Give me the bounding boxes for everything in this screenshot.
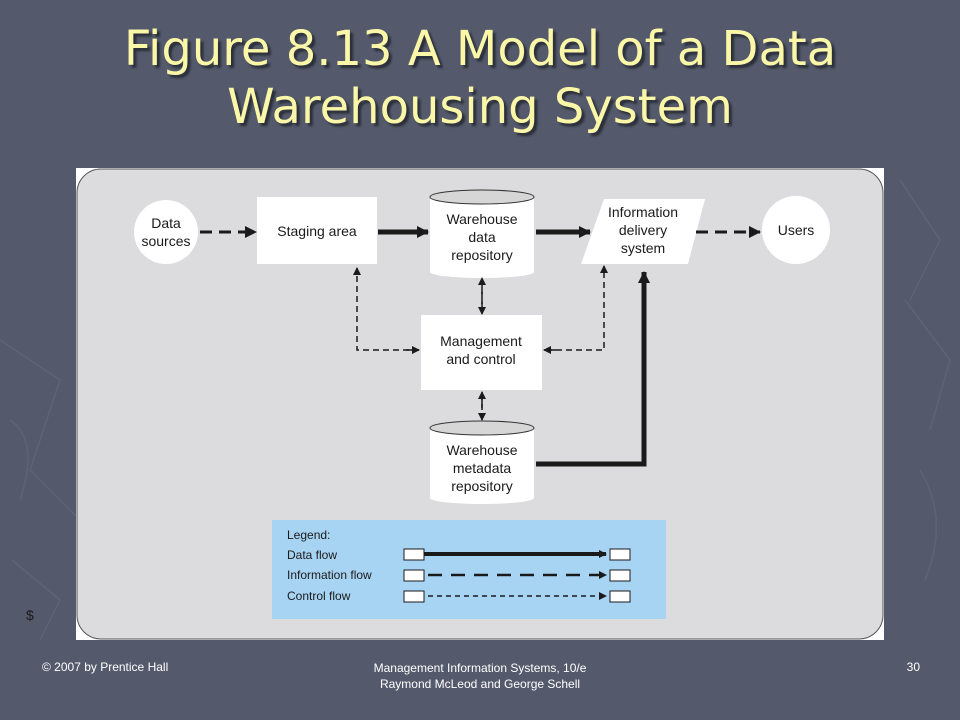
- staging-area-label: Staging area: [277, 223, 357, 239]
- warehouse-data-label-2: data: [468, 229, 495, 245]
- footer-copyright: © 2007 by Prentice Hall: [42, 660, 169, 674]
- info-delivery-label-3: system: [621, 240, 665, 256]
- figure-frame: Data sources Staging area Warehouse data…: [76, 168, 884, 640]
- warehouse-metadata-repository-node: Warehouse metadata repository: [429, 420, 535, 504]
- legend-information-flow-sample: [403, 569, 631, 582]
- management-control-node: Management and control: [421, 315, 542, 390]
- metadata-label-2: metadata: [453, 460, 512, 476]
- metadata-label-3: repository: [451, 478, 512, 494]
- footer-book-title: Management Information Systems, 10/e: [373, 661, 587, 675]
- users-node: Users: [762, 196, 830, 264]
- data-sources-label-2: sources: [141, 233, 190, 249]
- staging-area-node: Staging area: [257, 197, 377, 264]
- management-label-2: and control: [446, 351, 515, 367]
- warehouse-data-label-1: Warehouse: [446, 211, 517, 227]
- svg-text:$: $: [26, 607, 34, 623]
- data-flow-metadata-to-delivery: [536, 271, 650, 467]
- users-label: Users: [778, 222, 815, 238]
- legend: Legend: Data flow Information flow Contr…: [272, 520, 666, 619]
- management-label-1: Management: [440, 333, 522, 349]
- slide-title: Figure 8.13 A Model of a Data Warehousin…: [0, 20, 960, 136]
- warehouse-data-label-3: repository: [451, 247, 512, 263]
- info-delivery-label-2: delivery: [619, 222, 667, 238]
- legend-control-flow-sample: [403, 590, 631, 603]
- legend-data-flow-label: Data flow: [287, 548, 337, 562]
- control-flow-management-to-delivery: [546, 265, 608, 351]
- footer-page-number: 30: [906, 660, 920, 674]
- information-delivery-node: Information delivery system: [581, 199, 705, 264]
- legend-control-flow-label: Control flow: [287, 589, 351, 603]
- legend-data-flow-sample: [403, 548, 631, 561]
- footer-book-authors: Raymond McLeod and George Schell: [379, 677, 581, 691]
- data-sources-label-1: Data: [151, 215, 181, 231]
- slide-title-line-1: Figure 8.13 A Model of a Data: [123, 21, 837, 77]
- legend-information-flow-label: Information flow: [287, 568, 372, 582]
- slide-title-line-2: Warehousing System: [227, 79, 733, 135]
- legend-title: Legend:: [287, 528, 330, 542]
- footer-book-info: Management Information Systems, 10/e Ray…: [330, 660, 630, 692]
- metadata-label-1: Warehouse: [446, 442, 517, 458]
- data-warehouse-diagram: Data sources Staging area Warehouse data…: [76, 168, 884, 640]
- warehouse-data-repository-node: Warehouse data repository: [429, 189, 535, 278]
- info-delivery-label-1: Information: [608, 204, 678, 220]
- data-sources-node: Data sources: [134, 200, 198, 264]
- control-flow-management-to-staging: [353, 267, 419, 351]
